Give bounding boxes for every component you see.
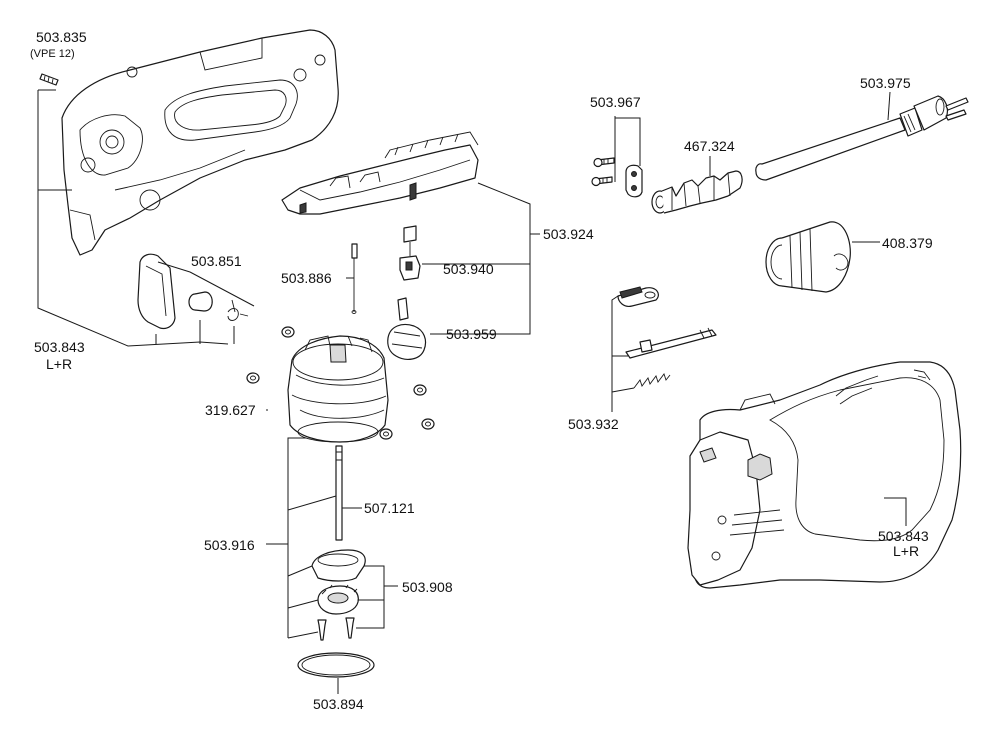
label-503-851: 503.851 <box>191 253 242 269</box>
label-503-835: 503.835 <box>36 29 87 45</box>
label-408-379: 408.379 <box>882 235 933 251</box>
label-503-894: 503.894 <box>313 696 364 712</box>
cable-503-886 <box>351 243 358 314</box>
electronics-board-503-924 <box>281 131 479 215</box>
label-503-843-right-side: L+R <box>893 543 919 559</box>
motor-503-916 <box>287 335 389 443</box>
power-cord-503-975 <box>755 95 969 181</box>
label-319-627: 319.627 <box>205 402 256 418</box>
label-507-121: 507.121 <box>364 500 415 516</box>
sleeve-503-851 <box>188 291 213 312</box>
screws-503-908 <box>317 617 355 641</box>
cable-clamp-503-967 <box>591 157 643 198</box>
leader-lines-right-upper <box>611 91 891 412</box>
label-503-916: 503.916 <box>204 537 255 553</box>
spring-clip-503-851 <box>227 299 249 321</box>
switch-rod-503-932 <box>625 327 717 359</box>
label-503-959: 503.959 <box>446 326 497 342</box>
label-503-843-left: 503.843 <box>34 339 85 355</box>
slide-button-503-932 <box>617 286 659 307</box>
label-503-908: 503.908 <box>402 579 453 595</box>
label-503-843-left-side: L+R <box>46 356 72 372</box>
bushing-408-379 <box>765 221 851 293</box>
grommets-319-627 <box>246 326 435 440</box>
label-503-932: 503.932 <box>568 416 619 432</box>
leader-lines-left <box>37 89 255 347</box>
o-ring-503-894 <box>297 652 375 678</box>
shaft-507-121 <box>335 445 343 541</box>
left-housing-half <box>61 29 339 256</box>
connector-503-959 <box>387 297 427 360</box>
label-503-886: 503.886 <box>281 270 332 286</box>
spring-503-932 <box>633 373 671 389</box>
leader-lines-motor <box>266 409 398 694</box>
label-503-940: 503.940 <box>443 261 494 277</box>
label-503-843-right: 503.843 <box>878 528 929 544</box>
right-housing-half <box>687 361 962 589</box>
bearing-cap-503-908 <box>311 549 366 582</box>
label-503-975: 503.975 <box>860 75 911 91</box>
gear-503-908 <box>317 584 359 615</box>
label-503-835-note: (VPE 12) <box>30 48 75 60</box>
screw-503-835 <box>39 73 59 86</box>
cable-sleeve-467-324 <box>651 170 743 214</box>
leader-lines-board <box>346 182 540 335</box>
label-503-924: 503.924 <box>543 226 594 242</box>
label-467-324: 467.324 <box>684 138 735 154</box>
cover-503-851 <box>137 253 176 330</box>
label-503-967: 503.967 <box>590 94 641 110</box>
switch-503-940 <box>399 225 421 281</box>
leader-lines-right-housing <box>884 497 907 526</box>
